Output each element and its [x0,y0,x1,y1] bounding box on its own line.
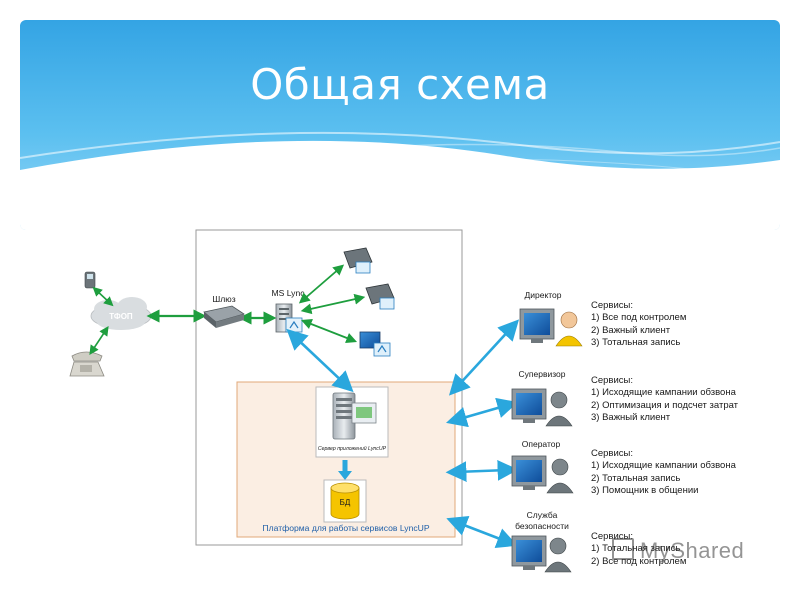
service-item: 1) Исходящие кампании обзвона [591,460,736,472]
role-label-operator: Оператор [521,439,561,449]
director-services: Сервисы: 1) Все под контролем 2) Важный … [591,300,686,350]
role-label-security-line2: безопасности [515,521,569,531]
app-server [315,386,389,458]
services-heading: Сервисы: [591,448,633,459]
gateway-icon [203,305,245,328]
service-item: 3) Важный клиент [591,412,671,424]
watermark-logo-icon [612,538,634,560]
slide-title: Общая схема [250,60,550,109]
service-item: 1) Тотальная запись [591,543,681,555]
security-services: Сервисы: 1) Тотальная запись 2) Все под … [591,531,686,568]
db-label: БД [340,498,351,507]
platform-operator-link [445,460,519,482]
services-heading: Сервисы: [591,300,633,311]
lync-label: MS Lync [271,288,305,298]
gateway-label: Шлюз [212,294,235,304]
mobile-pstn-link [92,286,114,307]
pstn-label: ТФОП [109,312,133,321]
service-item: 2) Тотальная запись [591,472,681,484]
services-heading: Сервисы: [591,531,633,542]
pc-phone-icon [359,331,391,357]
platform-security-link [446,516,518,548]
service-item: 3) Помощник в общении [591,485,699,497]
platform-label: Платформа для работы сервисов LyncUP [262,523,429,533]
role-label-security-line1: Служба [526,510,558,520]
service-item: 3) Тотальная запись [591,337,681,349]
services-heading: Сервисы: [591,375,633,386]
ip-phone-icon [343,247,373,274]
pstn-cloud [90,297,152,330]
supervisor-services: Сервисы: 1) Исходящие кампании обзвона 2… [591,375,738,425]
lync-server-icon [275,303,303,333]
operator-workstation-icon [511,455,574,494]
server-to-db-arrowhead [338,471,352,480]
role-label-supervisor: Супервизор [518,369,566,379]
lync-ipphone1-link [298,264,345,304]
app-server-label: Сервер приложений LyncUP [318,445,387,452]
platform-supervisor-link [446,397,518,428]
lync-platform-link [286,328,354,393]
watermark-text: MyShared [640,538,745,563]
database [323,479,367,523]
lync-ipphone2-link [300,293,366,315]
mobile-phone-icon [84,271,96,289]
supervisor-workstation-icon [511,388,573,427]
service-item: 2) Все под контролем [591,555,687,567]
service-item: 2) Важный клиент [591,324,671,336]
platform-director-link [448,319,520,396]
role-label-director: Директор [524,290,562,300]
watermark: MyShared [612,538,744,564]
wave-decoration [20,131,780,230]
service-item: 1) Исходящие кампании обзвона [591,387,736,399]
director-workstation-icon [519,308,583,347]
title-banner [20,20,780,230]
role-label-security: Служба безопасности [502,510,582,532]
service-item: 2) Оптимизация и подсчет затрат [591,399,739,411]
ip-phone-icon [365,283,395,310]
deskphone-pstn-link [89,326,109,355]
operator-services: Сервисы: 1) Исходящие кампании обзвона 2… [591,448,736,498]
lync-ipphone3-link [300,318,358,344]
service-item: 1) Все под контролем [591,312,687,324]
desk-phone-icon [69,351,105,377]
security-workstation-icon [511,535,572,573]
